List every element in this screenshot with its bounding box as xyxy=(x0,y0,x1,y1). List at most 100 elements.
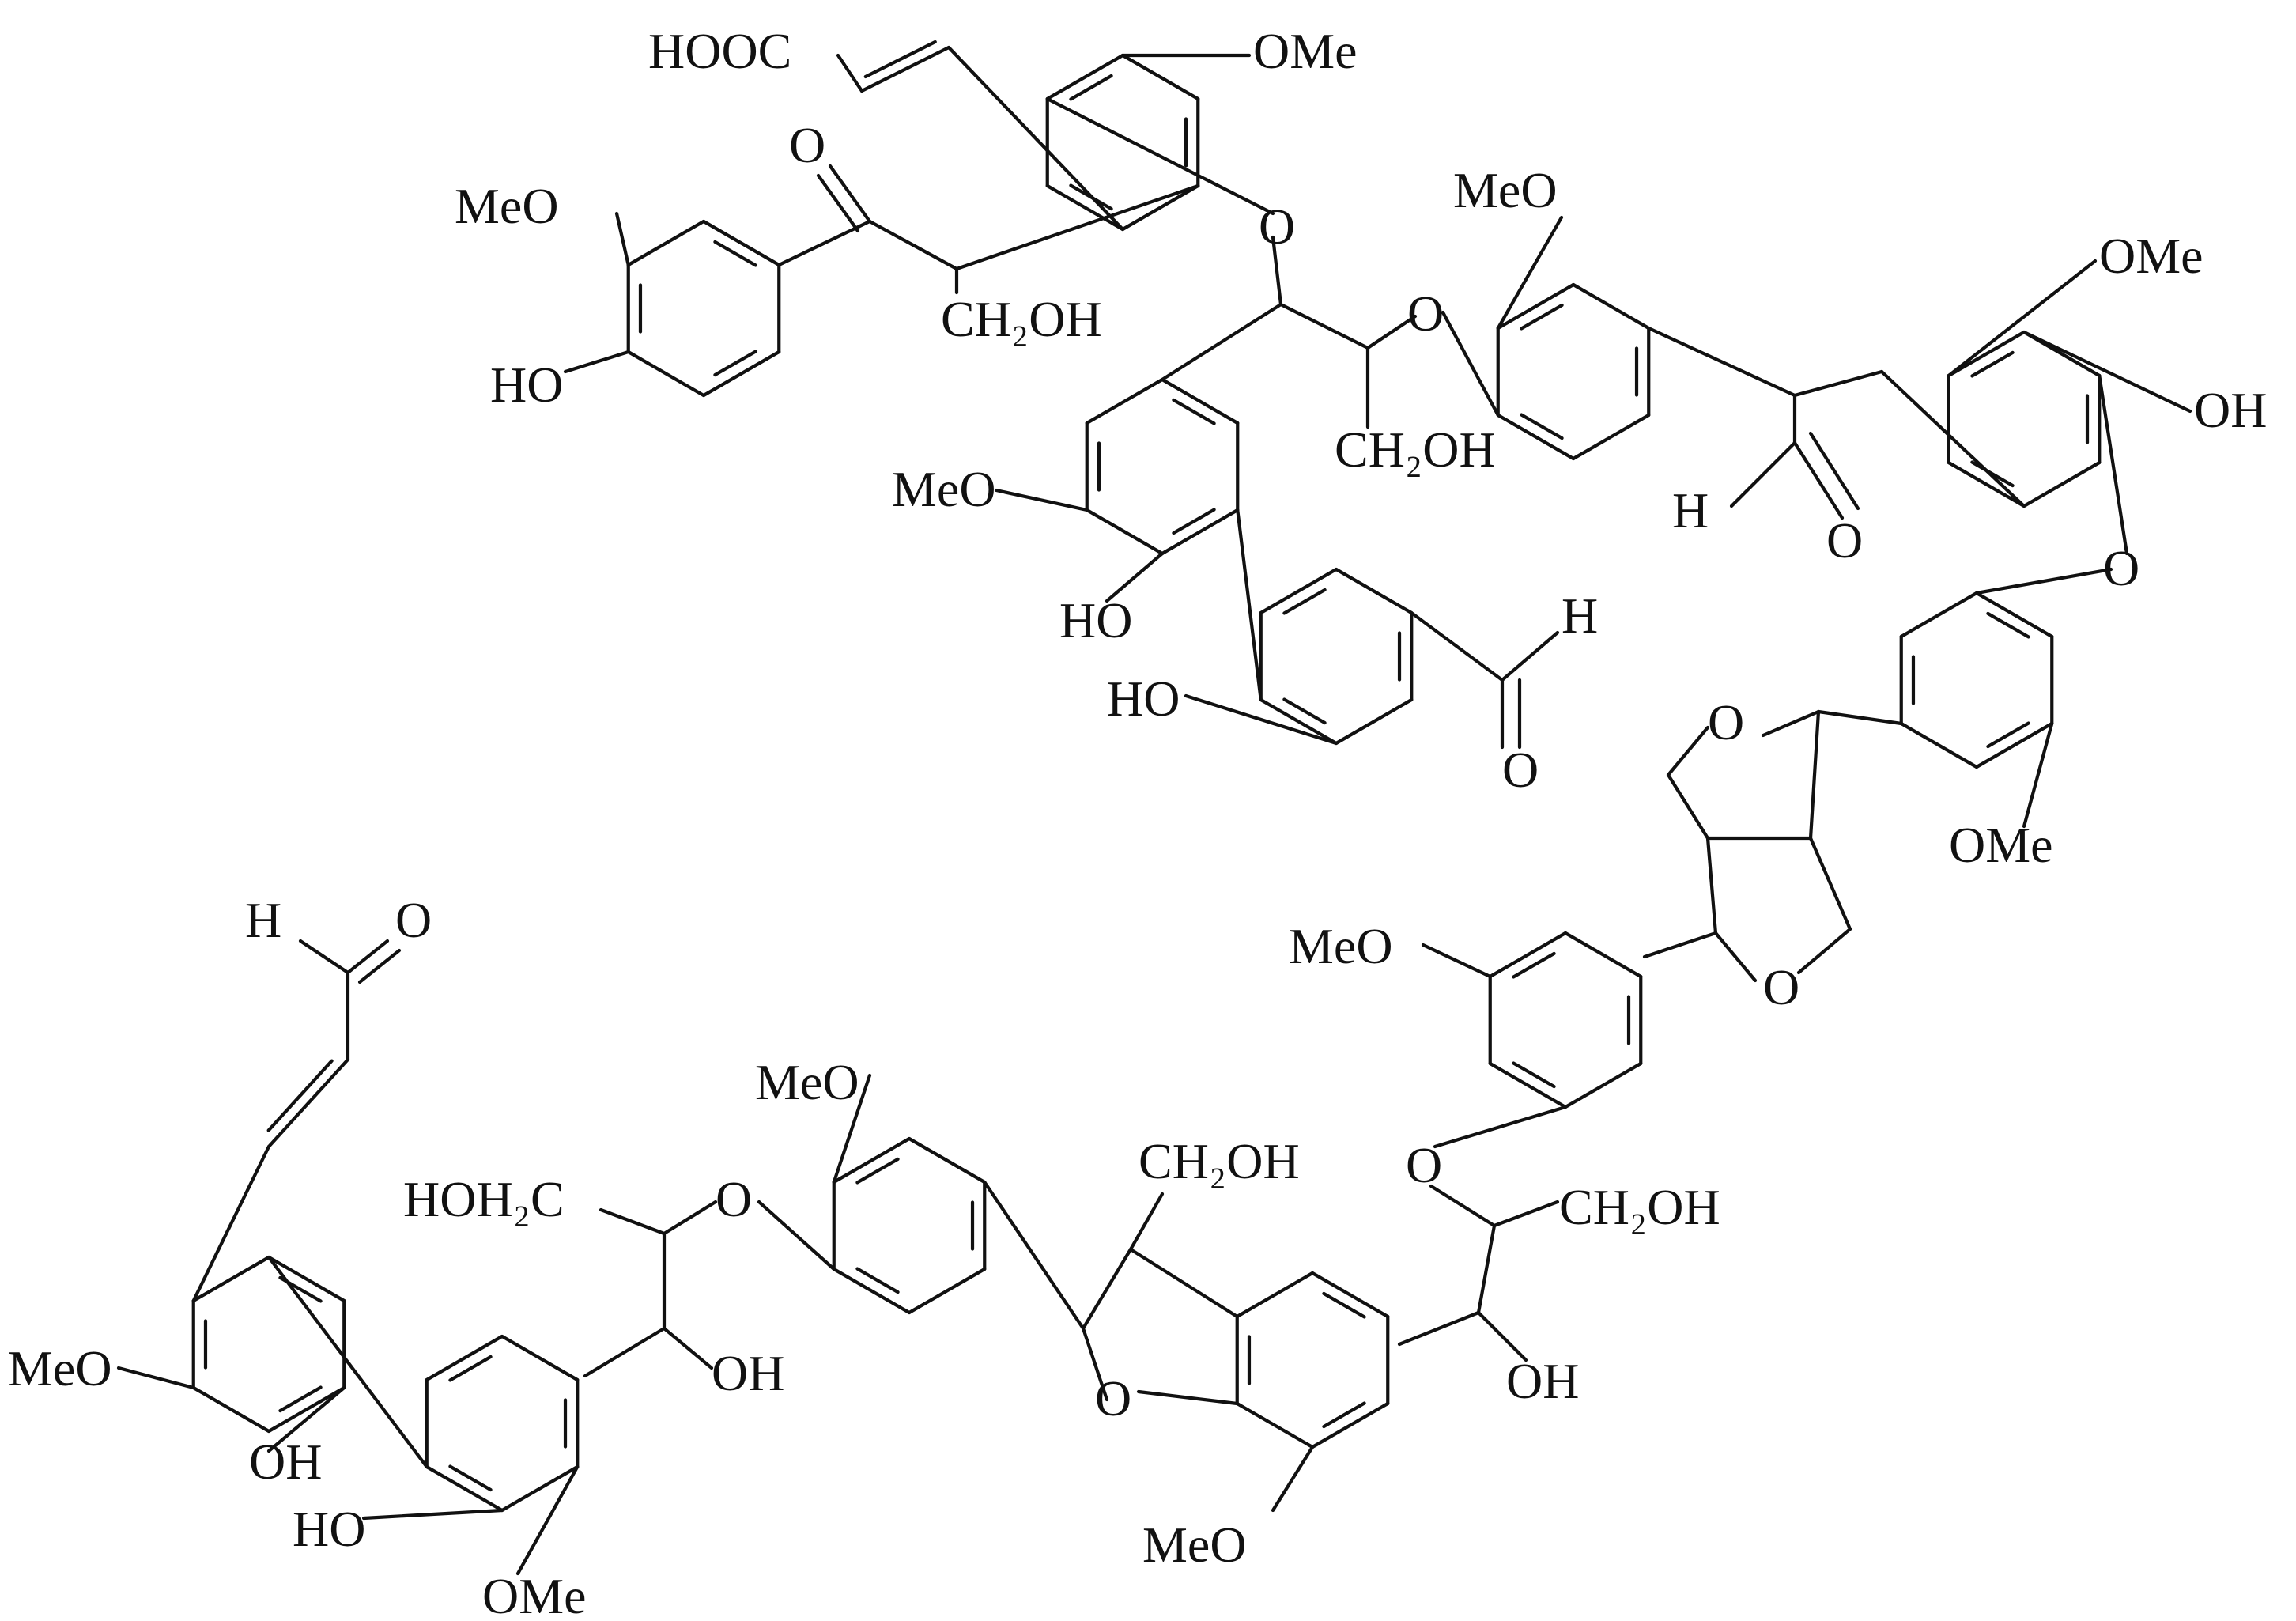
label-ho-ring3: HO xyxy=(1059,592,1132,648)
label-aldehyde-o-b: O xyxy=(1826,512,1863,569)
bond-155 xyxy=(983,1180,1086,1331)
bond-51 xyxy=(1259,697,1339,746)
label-hooc: HOOC xyxy=(648,23,791,79)
bond-90 xyxy=(1947,259,2098,378)
label-ether-o-a: O xyxy=(1259,198,1295,255)
bond-100 xyxy=(1986,721,2030,749)
bond-48 xyxy=(1334,567,1414,615)
bond-105 xyxy=(1761,709,1821,738)
bond-108 xyxy=(1808,709,1821,841)
bond-58 xyxy=(1184,693,1339,746)
label-thf-o-a: O xyxy=(1708,694,1744,750)
bond-157 xyxy=(757,1200,836,1271)
label-aldehyde-o-c: O xyxy=(395,892,432,948)
bond-144 xyxy=(1128,1247,1239,1319)
bond-151 xyxy=(832,1136,912,1185)
bond-102 xyxy=(1974,567,2113,595)
bond-172 xyxy=(361,1508,504,1521)
bond-12 xyxy=(816,173,860,233)
label-ome-ring6: OMe xyxy=(2099,228,2203,284)
bond-39 xyxy=(1172,508,1216,535)
bond-131 xyxy=(1310,1271,1390,1319)
label-oh-ring6: OH xyxy=(2194,382,2267,438)
label-meo-ring3: MeO xyxy=(892,461,996,517)
label-ch2oh-c: CH₂OH xyxy=(1559,1179,1720,1235)
bond-66 xyxy=(1496,413,1576,461)
bond-68 xyxy=(1496,282,1576,331)
bond-24 xyxy=(1069,74,1113,101)
bond-99 xyxy=(1986,611,2030,639)
label-meo-ring9: MeO xyxy=(1142,1517,1247,1573)
bond-128 xyxy=(1476,1223,1497,1315)
label-ether-o-e: O xyxy=(716,1171,752,1227)
bond-65 xyxy=(1571,413,1651,461)
label-furan-o: O xyxy=(1095,1370,1131,1426)
bond-35 xyxy=(1085,508,1165,556)
bond-142 xyxy=(1081,1326,1109,1402)
bond-93 xyxy=(1974,591,2054,639)
bond-91 xyxy=(2022,330,2192,414)
label-meo-ring10: MeO xyxy=(755,1054,859,1110)
bond-183 xyxy=(266,1255,429,1469)
label-ch2oh-d: CH₂OH xyxy=(1139,1133,1300,1189)
bond-57 xyxy=(1236,508,1263,702)
bond-141 xyxy=(1136,1389,1239,1406)
label-ho-ring5: HO xyxy=(1107,671,1180,727)
bond-31 xyxy=(1045,96,1275,216)
bond-53 xyxy=(1259,567,1339,615)
label-ch2oh-b: CH₂OH xyxy=(1335,421,1496,478)
bond-82 xyxy=(2022,460,2102,508)
bond-113 xyxy=(1796,927,1852,975)
bond-115 xyxy=(1563,931,1643,979)
bond-185 xyxy=(266,1385,346,1453)
bond-27 xyxy=(859,45,951,93)
label-meo-ring12: MeO xyxy=(8,1340,112,1396)
label-ome-ring7: OMe xyxy=(1949,817,2053,873)
label-ho-ring1: HO xyxy=(490,357,563,413)
bond-149 xyxy=(832,1267,912,1315)
bond-161 xyxy=(662,1326,714,1370)
bond-95 xyxy=(1974,721,2054,769)
bond-85 xyxy=(1947,330,2026,378)
bond-73 xyxy=(1496,215,1564,331)
bond-153 xyxy=(855,1267,900,1294)
bond-170 xyxy=(448,1464,493,1492)
bond-88 xyxy=(1970,350,2015,378)
bond-46 xyxy=(994,488,1089,512)
bond-19 xyxy=(1045,183,1125,232)
label-aldehyde-h-a: H xyxy=(1562,588,1598,644)
bond-15 xyxy=(563,350,630,374)
label-ome-top: OMe xyxy=(1253,23,1358,79)
bond-126 xyxy=(1429,1184,1497,1228)
label-ome-ring11: OMe xyxy=(482,1568,587,1621)
bond-163 xyxy=(500,1334,580,1382)
bond-127 xyxy=(1492,1200,1560,1228)
bond-138 xyxy=(1322,1401,1366,1429)
label-oh-ring12: OH xyxy=(249,1434,322,1490)
bond-136 xyxy=(1235,1271,1315,1319)
label-ether-o-c: O xyxy=(2103,540,2139,596)
bond-2 xyxy=(701,350,781,398)
bond-38 xyxy=(1172,398,1216,425)
bond-117 xyxy=(1563,1061,1643,1109)
bond-89 xyxy=(1879,369,2026,508)
bond-146 xyxy=(907,1136,987,1185)
bond-106 xyxy=(1666,725,1710,777)
bond-158 xyxy=(662,1200,718,1236)
bond-layer xyxy=(116,40,2192,1576)
bond-159 xyxy=(599,1207,667,1236)
bond-143 xyxy=(1081,1247,1133,1331)
bond-110 xyxy=(1705,836,1718,935)
bond-16 xyxy=(1120,53,1200,101)
label-aldehyde-h-c: H xyxy=(245,892,281,948)
bond-18 xyxy=(1120,183,1200,232)
bond-174 xyxy=(266,1255,346,1303)
bond-130 xyxy=(1397,1310,1481,1347)
bond-43 xyxy=(1278,302,1370,350)
bond-156 xyxy=(832,1073,872,1185)
bond-154 xyxy=(855,1157,900,1185)
label-ho-ring11: HO xyxy=(293,1501,365,1557)
bond-25 xyxy=(954,183,1200,271)
bond-133 xyxy=(1310,1401,1390,1449)
label-meo-ring1: MeO xyxy=(455,178,559,234)
